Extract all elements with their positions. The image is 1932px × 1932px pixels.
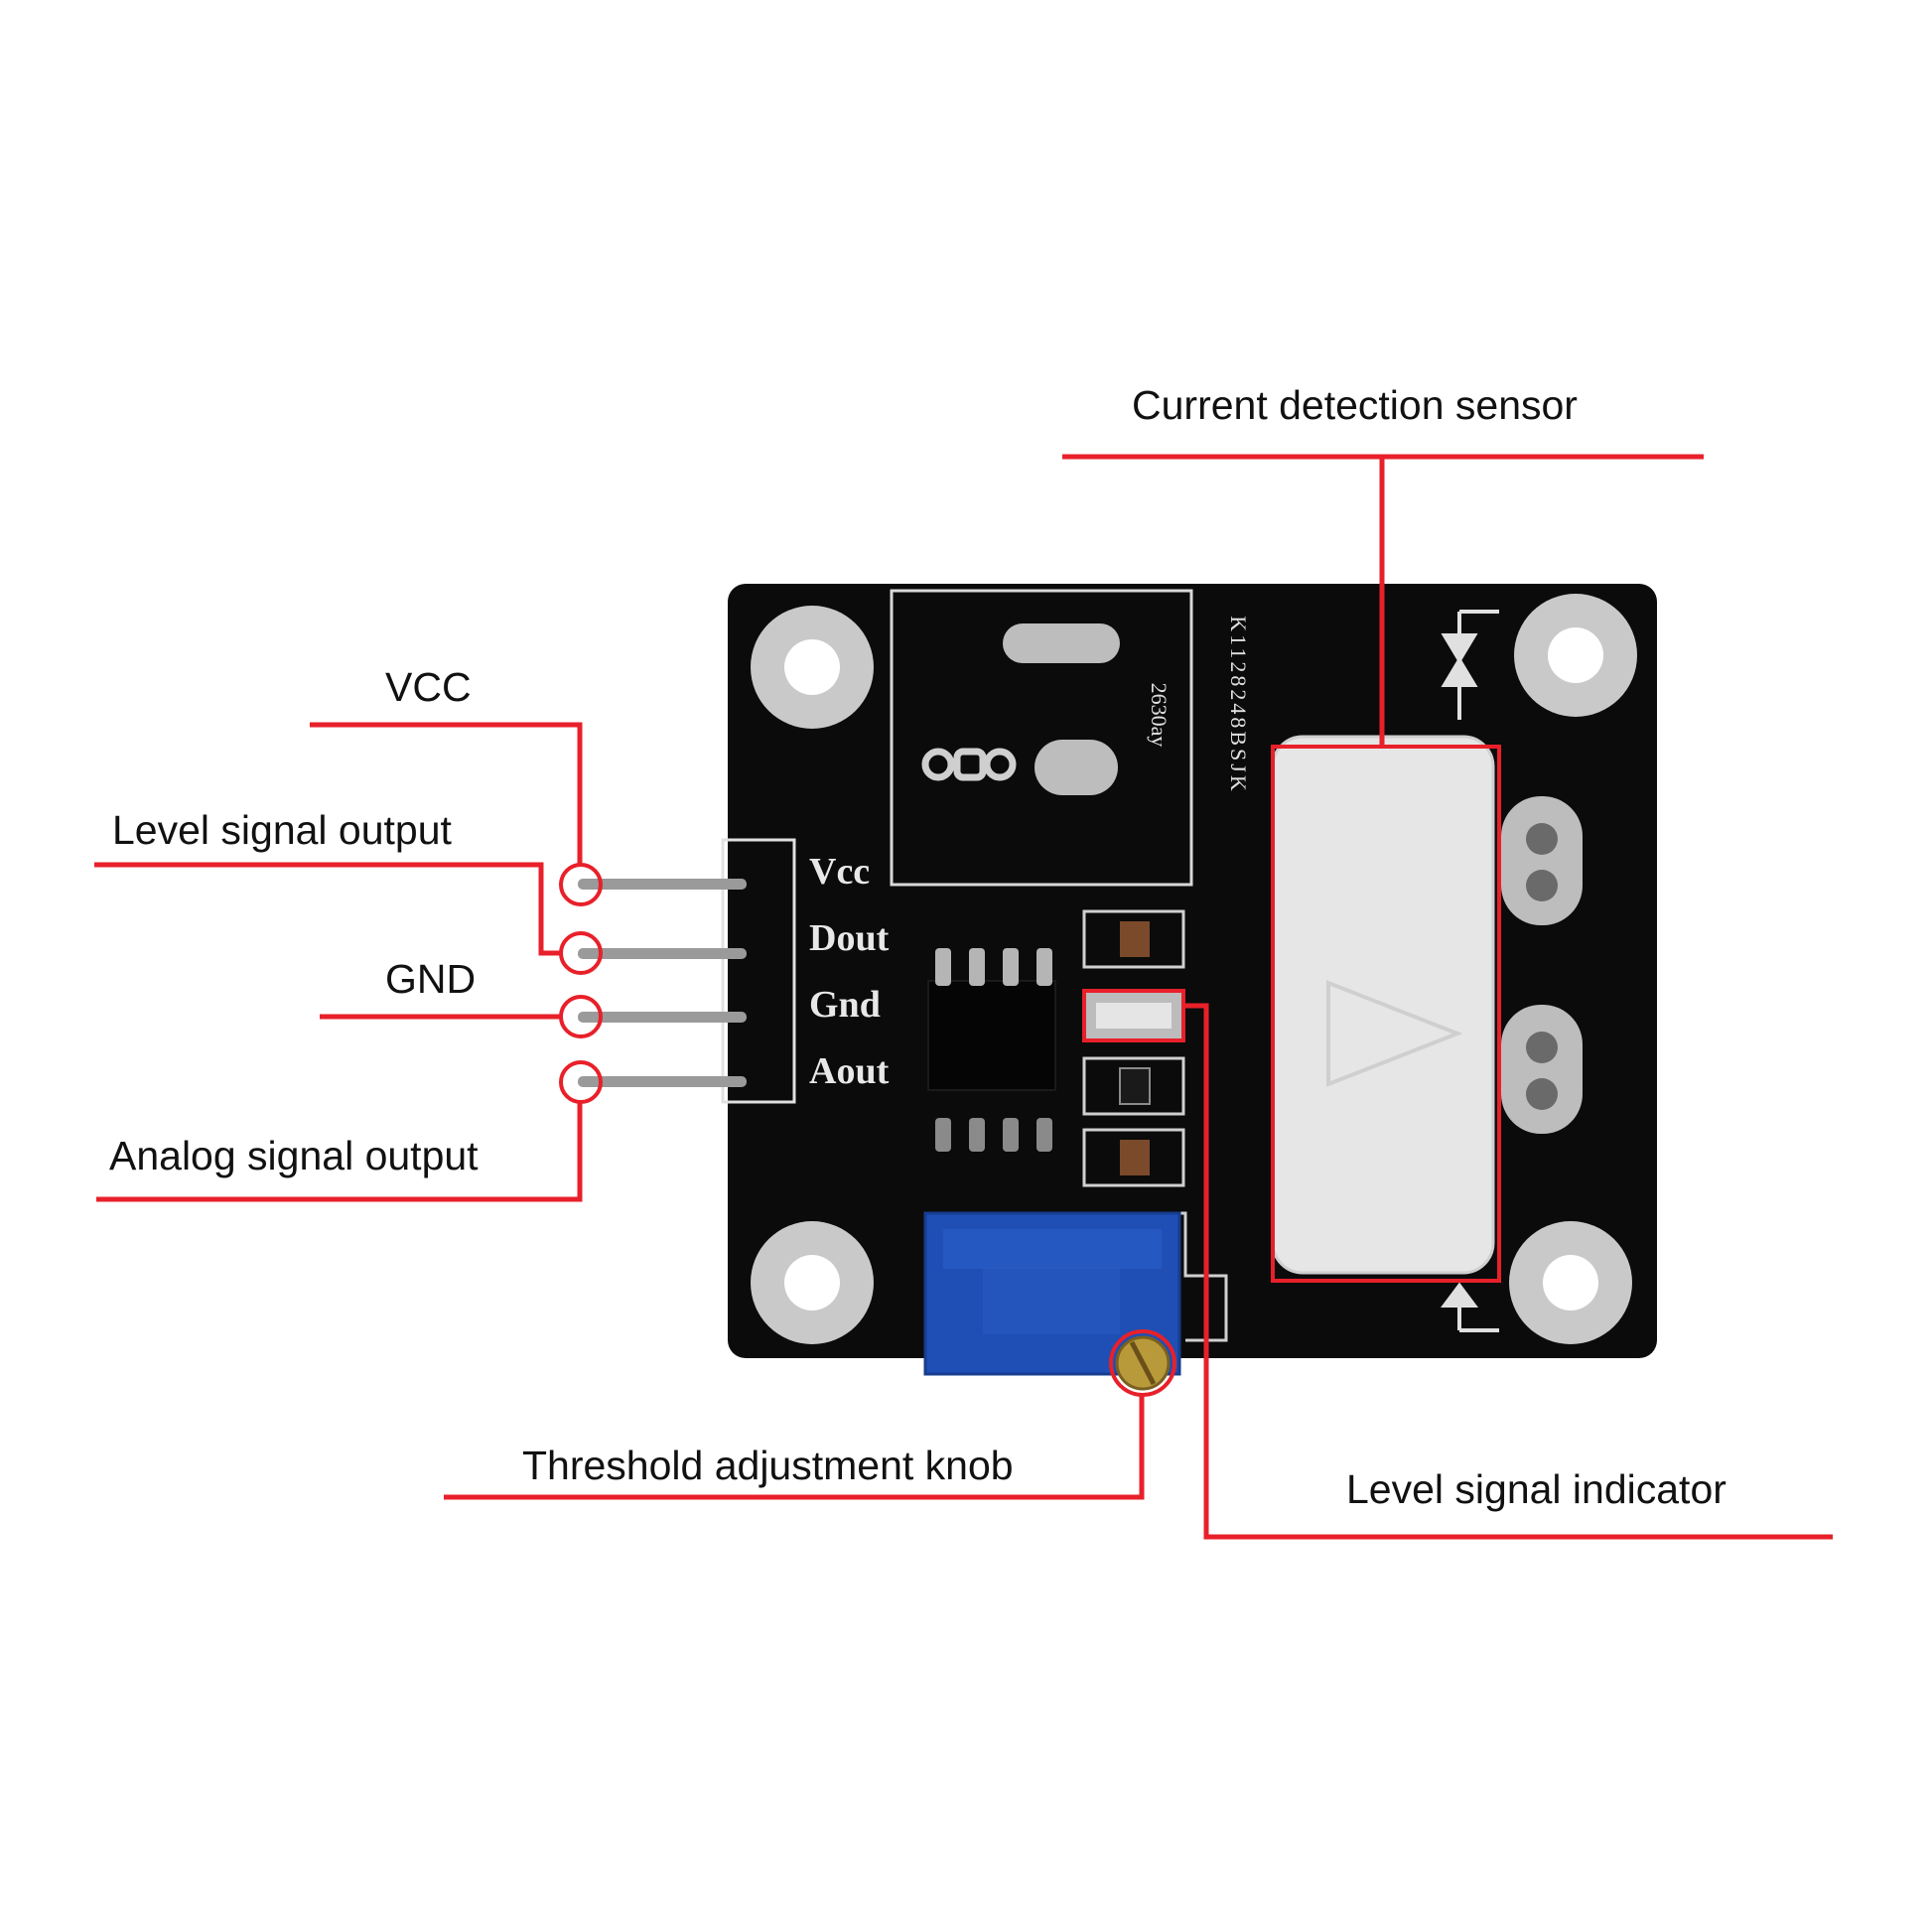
smd-led — [1084, 993, 1183, 1038]
current-sensor — [1271, 735, 1495, 1275]
silk-pin-dout: Dout — [809, 917, 890, 959]
via-2 — [953, 748, 987, 781]
mounting-hole-bottom-right — [1509, 1221, 1632, 1344]
mounting-hole-bottom-left — [751, 1221, 874, 1344]
current-direction-arrow-top — [1441, 610, 1499, 720]
silk-pin-aout: Aout — [809, 1050, 890, 1092]
silk-pin-vcc: Vcc — [809, 851, 870, 893]
pin-aout — [578, 1076, 747, 1087]
via-3 — [983, 748, 1017, 781]
sensor-footprint-outline — [890, 589, 1193, 887]
leader-level-signal-indicator — [1183, 1003, 1833, 1540]
label-threshold-adjustment-knob: Threshold adjustment knob — [522, 1443, 1014, 1488]
sensor-pad-upper — [1501, 796, 1583, 925]
ic-chip — [927, 948, 1056, 1152]
pin-vcc — [578, 879, 747, 890]
slot-pad-bottom — [1035, 740, 1118, 795]
current-direction-arrow-bottom — [1441, 1282, 1499, 1332]
sensor-pad-lower — [1501, 1005, 1583, 1134]
threshold-adjustment-screw — [1115, 1335, 1171, 1391]
label-level-signal-indicator: Level signal indicator — [1346, 1466, 1726, 1512]
leader-threshold-knob — [444, 1395, 1145, 1500]
callout-sensor-box — [1271, 745, 1501, 1283]
label-gnd: GND — [385, 956, 477, 1002]
callout-led-box — [1082, 989, 1185, 1042]
label-current-detection-sensor: Current detection sensor — [1132, 382, 1578, 428]
header-pins — [578, 879, 747, 1087]
silk-pin-gnd: Gnd — [809, 984, 881, 1026]
vertical-code-silkscreen: K1128248BSJK — [1226, 616, 1251, 793]
pin-gnd — [578, 1012, 747, 1023]
pin-dout — [578, 948, 747, 959]
smd-resistor-1 — [1082, 1056, 1185, 1116]
mounting-hole-top-right — [1514, 594, 1637, 717]
leader-level-signal-output — [94, 862, 561, 956]
label-level-signal-output: Level signal output — [112, 807, 452, 853]
small-code-silkscreen: 2630ay — [1147, 683, 1172, 748]
leader-analog-signal-output — [96, 1102, 583, 1202]
pin-header-outline — [721, 838, 796, 1104]
slot-pad-top — [1003, 623, 1120, 663]
label-vcc: VCC — [385, 664, 472, 710]
leader-vcc — [310, 722, 583, 865]
via-1 — [921, 748, 955, 781]
mounting-hole-top-left — [751, 606, 874, 729]
label-analog-signal-output: Analog signal output — [109, 1133, 479, 1178]
smd-capacitor-2 — [1082, 1128, 1185, 1187]
smd-capacitor-1 — [1082, 909, 1185, 969]
